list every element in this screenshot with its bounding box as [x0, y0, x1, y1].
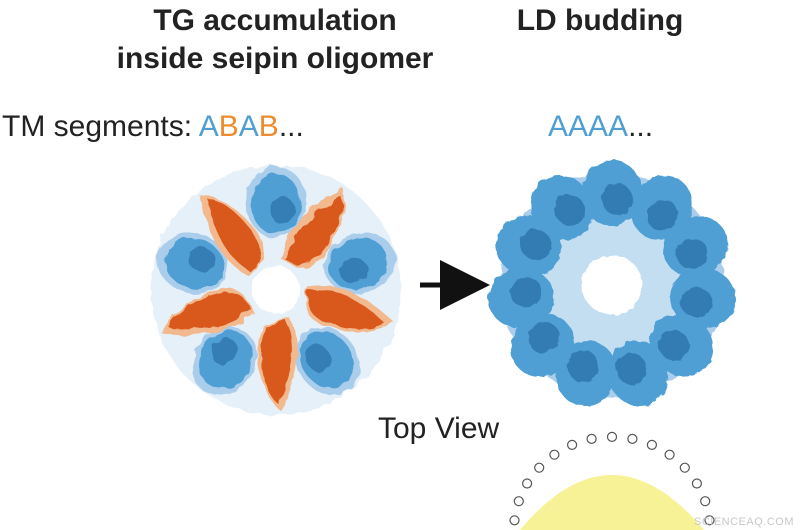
watermark: SCIENCEAQ.COM	[693, 516, 794, 528]
subunit-a	[555, 340, 617, 407]
lipid-head	[566, 439, 578, 450]
subunit-b	[257, 318, 298, 412]
subunit-b	[305, 284, 394, 332]
subunit-a	[510, 313, 575, 377]
subunit-a	[663, 216, 729, 278]
tm-segments-label: TM segments:	[2, 110, 193, 143]
lipid-head	[509, 515, 520, 526]
subunit-a	[670, 268, 737, 329]
segment-letter: A	[588, 110, 609, 143]
seipin-oligomer-abab	[151, 165, 401, 415]
subunit-a	[295, 327, 360, 396]
segment-letter: A	[198, 110, 219, 143]
title-left-line2: inside seipin oligomer	[116, 42, 434, 75]
lipid-head	[700, 496, 711, 507]
lipid-head	[521, 478, 533, 489]
segment-ellipsis: ...	[628, 110, 654, 143]
lipid-head	[679, 462, 690, 473]
title-ld-budding: LD budding	[516, 4, 684, 37]
segment-letter: A	[568, 110, 589, 143]
lipid-head	[534, 462, 545, 473]
subunit-a	[582, 160, 642, 226]
central-pore	[252, 266, 300, 314]
lipid-head	[664, 449, 675, 460]
subunit-a	[487, 268, 554, 329]
subunit-b	[161, 287, 254, 335]
lipid-droplet	[509, 431, 715, 530]
title-tg-accumulation: TG accumulation inside seipin oligomer	[60, 2, 490, 78]
top-view-label: Top View	[378, 412, 500, 445]
lipid-head	[549, 449, 560, 460]
segment-ellipsis: ...	[278, 110, 304, 143]
subunit-a	[324, 232, 396, 294]
subunit-a	[531, 175, 594, 240]
title-left-line1: TG accumulation	[153, 4, 397, 37]
segment-letter: B	[218, 110, 239, 143]
lipid-head	[513, 496, 524, 507]
lipid-head	[704, 515, 715, 526]
lipid-head	[586, 433, 597, 444]
tm-segments-right: AAAA...	[548, 110, 653, 144]
lipid-head	[691, 478, 703, 489]
tm-segments-left: TM segments: ABAB...	[2, 110, 304, 144]
seipin-oligomer-aaaa	[487, 160, 737, 407]
subunit-b	[281, 187, 345, 268]
segment-letter: A	[238, 110, 259, 143]
subunit-a	[607, 340, 669, 407]
subunit-a	[156, 232, 228, 294]
segment-letter: B	[258, 110, 279, 143]
segment-letter: A	[608, 110, 629, 143]
lipid-head	[646, 439, 658, 450]
subunit-b	[199, 194, 264, 276]
subunit-a	[649, 313, 714, 377]
subunit-a	[246, 166, 306, 238]
lipid-head	[606, 431, 618, 442]
lipid-head	[627, 433, 638, 444]
subunit-a	[192, 327, 257, 396]
segment-letter: A	[548, 110, 569, 143]
central-pore	[582, 255, 642, 315]
